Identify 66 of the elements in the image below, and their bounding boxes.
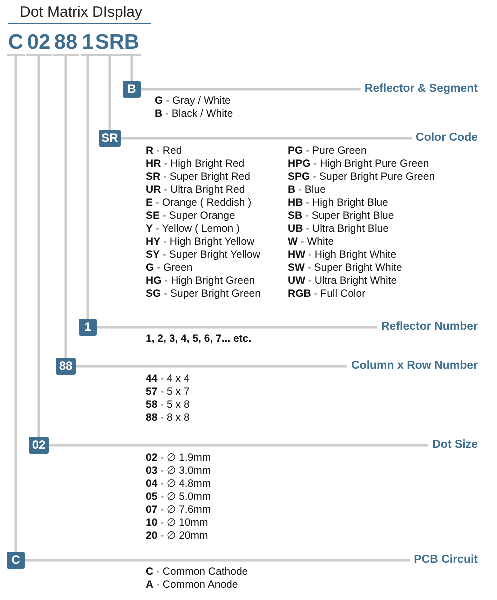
code-segment: 1 <box>81 32 95 56</box>
option-text: 20 - ∅ 20mm <box>146 530 208 543</box>
code-badge: 02 <box>29 437 49 454</box>
connector-line <box>141 88 361 91</box>
code-segment: SR <box>94 32 126 56</box>
option-text: RGB - Full Color <box>288 288 366 301</box>
option-text: 05 - ∅ 5.0mm <box>146 491 212 504</box>
option-text: E - Orange ( Reddish ) <box>146 197 252 210</box>
code-segment: 02 <box>26 32 52 56</box>
option-text: 04 - ∅ 4.8mm <box>146 478 212 491</box>
option-text: R - Red <box>146 145 182 158</box>
option-text: SG - Super Bright Green <box>146 288 261 301</box>
connector-line <box>48 444 429 447</box>
option-text: PG - Pure Green <box>288 145 367 158</box>
option-text: 44 - 4 x 4 <box>146 373 190 386</box>
option-text: A - Common Anode <box>146 579 238 592</box>
code-badge: B <box>123 81 141 98</box>
connector-line <box>108 56 112 130</box>
option-text: 58 - 5 x 8 <box>146 399 190 412</box>
option-text: UW - Ultra Bright White <box>288 275 398 288</box>
option-text: 07 - ∅ 7.6mm <box>146 504 212 517</box>
connector-line <box>25 559 410 562</box>
connector-line <box>86 56 90 319</box>
code-badge: 88 <box>56 358 76 375</box>
connector-line <box>64 56 68 358</box>
connector-line <box>130 56 134 81</box>
connector-line <box>121 137 412 140</box>
code-segment: C <box>7 32 25 56</box>
option-text: HR - High Bright Red <box>146 158 245 171</box>
option-text: SR - Super Bright Red <box>146 171 250 184</box>
option-text: HW - High Bright White <box>288 249 397 262</box>
option-text: 03 - ∅ 3.0mm <box>146 465 212 478</box>
option-text: SY - Super Bright Yellow <box>146 249 260 262</box>
option-text: HPG - High Bright Pure Green <box>288 158 430 171</box>
option-text: UB - Ultra Bright Blue <box>288 223 389 236</box>
option-text: 10 - ∅ 10mm <box>146 517 208 530</box>
connector-line <box>97 326 378 329</box>
connector-line <box>38 56 40 437</box>
option-text: 1, 2, 3, 4, 5, 6, 7... etc. <box>146 333 252 346</box>
option-text: G - Green <box>146 262 193 275</box>
option-text: C - Common Cathode <box>146 566 248 579</box>
option-text: SB - Super Bright Blue <box>288 210 394 223</box>
connector-line <box>76 365 348 368</box>
option-text: 57 - 5 x 7 <box>146 386 190 399</box>
option-text: UR - Ultra Bright Red <box>146 184 246 197</box>
section-heading: Reflector & Segment <box>364 82 478 96</box>
option-text: HG - High Bright Green <box>146 275 256 288</box>
option-text: Y - Yellow ( Lemon ) <box>146 223 240 236</box>
option-text: 02 - ∅ 1.9mm <box>146 452 212 465</box>
option-text: HB - High Bright Blue <box>288 197 388 210</box>
code-badge: C <box>7 552 25 569</box>
option-text: B - Blue <box>288 184 326 197</box>
code-badge: SR <box>98 130 122 147</box>
option-text: W - White <box>288 236 334 249</box>
page-title: Dot Matrix DIsplay <box>8 4 151 24</box>
option-text: SE - Super Orange <box>146 210 236 223</box>
connector-line <box>14 56 18 552</box>
option-text: SW - Super Bright White <box>288 262 402 275</box>
code-segment: 88 <box>53 32 79 56</box>
option-text: G - Gray / White <box>155 95 231 108</box>
option-text: B - Black / White <box>155 108 234 121</box>
option-text: SPG - Super Bright Pure Green <box>288 171 436 184</box>
code-badge: 1 <box>79 319 97 336</box>
code-segment: B <box>123 32 141 56</box>
option-text: 88 - 8 x 8 <box>146 412 190 425</box>
option-text: HY - High Bright Yellow <box>146 236 255 249</box>
